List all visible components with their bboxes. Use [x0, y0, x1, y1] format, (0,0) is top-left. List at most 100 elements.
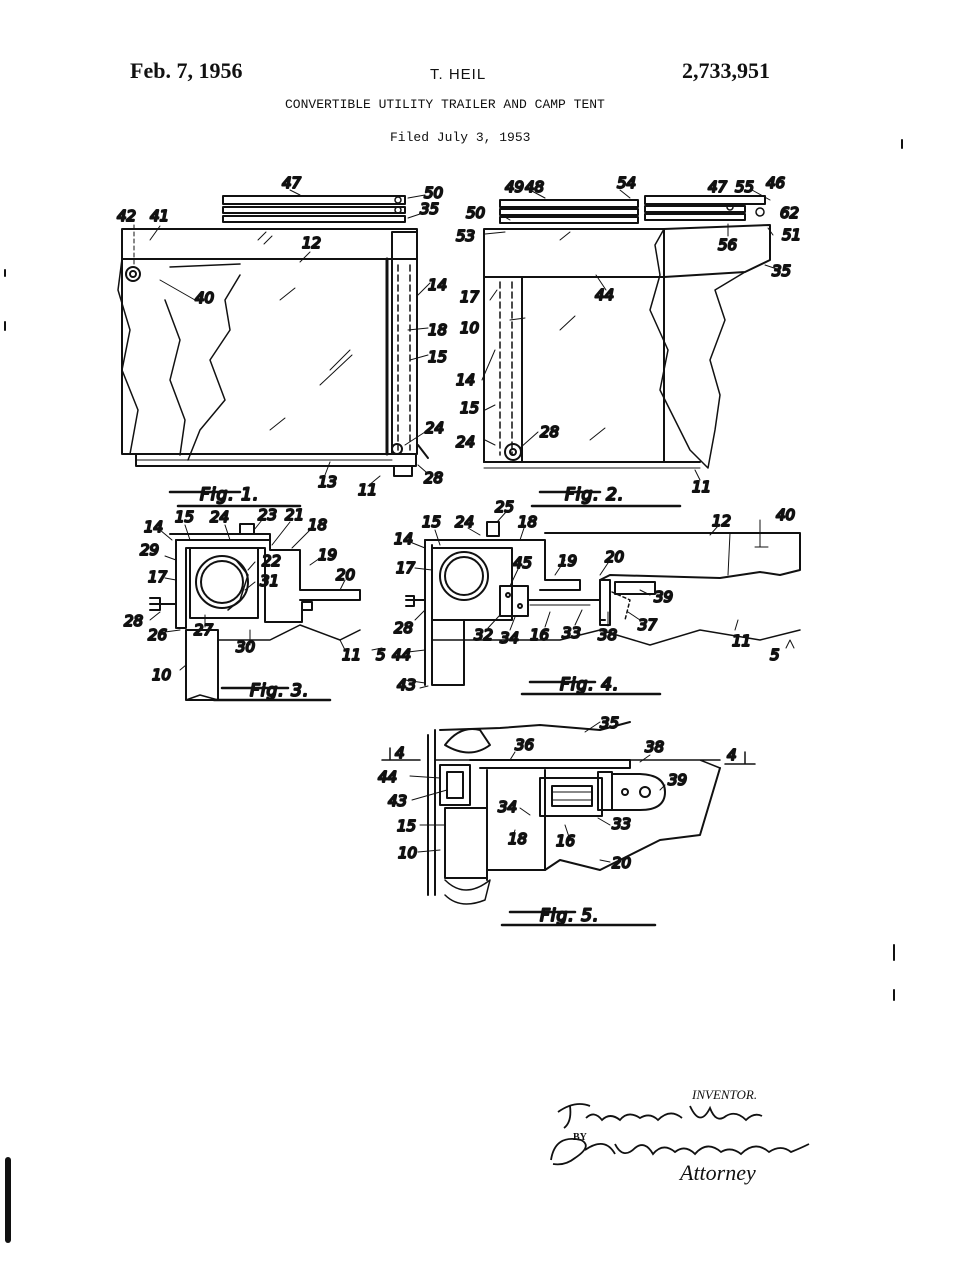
inventor-label: INVENTOR. — [692, 1087, 758, 1102]
ref-38-f5: 38 — [645, 738, 664, 756]
fig1-side-panel — [121, 258, 388, 455]
fig2-top-frame — [483, 228, 665, 278]
scan-marks — [4, 139, 903, 1243]
ref-50-f2: 50 — [466, 204, 485, 222]
patent-title: CONVERTIBLE UTILITY TRAILER AND CAMP TEN… — [285, 97, 605, 112]
caption-fig-4: Fig. 4. — [560, 675, 619, 695]
ref-33-f5: 33 — [612, 815, 631, 833]
ref-43-f5: 43 — [388, 792, 407, 810]
caption-fig-3: Fig. 3. — [250, 681, 309, 701]
ref-53-f2: 53 — [456, 227, 475, 245]
ref-54-f2: 54 — [617, 174, 636, 192]
inventor-name: T. HEIL — [430, 66, 487, 83]
ref-18-f4: 18 — [518, 513, 537, 531]
ref-18-f3: 18 — [308, 516, 327, 534]
ref-22-f3: 22 — [262, 552, 281, 570]
ref-47-f2: 47 — [708, 178, 728, 196]
ref-37-f4: 37 — [638, 616, 658, 634]
ref-18-f1: 18 — [428, 321, 447, 339]
ref-15-f5: 15 — [397, 817, 416, 835]
ref-15-f1: 15 — [428, 348, 447, 366]
ref-28-f3: 28 — [124, 612, 143, 630]
ref-15-f3: 15 — [175, 508, 194, 526]
ref-39-f4: 39 — [654, 588, 673, 606]
ref-4b-f5: 4 — [727, 746, 737, 764]
ref-27-f3: 27 — [194, 621, 214, 639]
figure-captions: Fig. 1. Fig. 2. Fig. 3. Fig. 4. Fig. 5. — [199, 484, 624, 927]
ref-14-f4: 14 — [394, 530, 413, 548]
ref-17-f3: 17 — [148, 568, 168, 586]
ref-48-f2: 48 — [525, 178, 544, 196]
ref-5a-f4: 5 — [376, 646, 386, 664]
ref-10-f3: 10 — [152, 666, 171, 684]
ref-35-f2: 35 — [772, 262, 791, 280]
ref-41-f1: 41 — [150, 207, 169, 225]
patent-number: 2,733,951 — [682, 58, 770, 83]
attorney-label: Attorney — [680, 1160, 756, 1185]
filing-date: Filed July 3, 1953 — [390, 130, 531, 145]
ref-14-f3: 14 — [144, 518, 163, 536]
caption-fig-1: Fig. 1. — [200, 485, 259, 505]
ref-47-f1: 47 — [282, 174, 302, 192]
ref-12-f1: 12 — [302, 234, 321, 252]
ref-15-f4: 15 — [422, 513, 441, 531]
ref-30-f3: 30 — [236, 638, 255, 656]
figure-3 — [149, 519, 361, 701]
ref-20-f5: 20 — [612, 854, 631, 872]
ref-32-f4: 32 — [474, 626, 493, 644]
ref-44-f5: 44 — [378, 768, 397, 786]
ref-17-f4: 17 — [396, 559, 416, 577]
ref-43-f4: 43 — [397, 676, 416, 694]
ref-16-f5: 16 — [556, 832, 575, 850]
ref-34-f5: 34 — [498, 798, 517, 816]
ref-39-f5: 39 — [668, 771, 687, 789]
ref-62-f2: 62 — [780, 204, 799, 222]
ref-35-f5: 35 — [600, 714, 619, 732]
ref-28-f4: 28 — [394, 619, 413, 637]
ref-19-f3: 19 — [318, 546, 337, 564]
fig1-leader-lines — [133, 189, 431, 487]
ref-11-f1: 11 — [358, 481, 377, 499]
fig1-corner-post — [391, 231, 418, 455]
ref-28-f2: 28 — [540, 423, 559, 441]
ref-19-f4: 19 — [558, 552, 577, 570]
fig2-side-panel — [483, 276, 665, 463]
ref-10-f5: 10 — [398, 844, 417, 862]
ref-26-f3: 26 — [148, 626, 167, 644]
ref-50-f1: 50 — [424, 184, 443, 202]
ref-38-f4: 38 — [598, 626, 617, 644]
ref-23-f3: 23 — [258, 506, 277, 524]
patent-date: Feb. 7, 1956 — [130, 58, 243, 83]
by-label: BY — [573, 1132, 587, 1143]
ref-25-f4: 25 — [495, 498, 514, 516]
inventor-signature — [557, 1103, 763, 1129]
ref-42-f1: 42 — [117, 207, 136, 225]
ref-10-f2: 10 — [460, 319, 479, 337]
ref-51-f2: 51 — [782, 226, 801, 244]
figure-2 — [481, 189, 781, 481]
ref-49-f2: 49 — [505, 178, 524, 196]
ref-21-f3: 21 — [285, 506, 304, 524]
ref-44-f4: 44 — [392, 646, 411, 664]
ref-11-f2: 11 — [692, 478, 711, 496]
ref-28-f1: 28 — [424, 469, 443, 487]
ref-24-f2: 24 — [456, 433, 475, 451]
ref-14-f1: 14 — [428, 276, 447, 294]
ref-29-f3: 29 — [140, 541, 159, 559]
attorney-signature — [550, 1138, 810, 1166]
caption-fig-2: Fig. 2. — [565, 485, 624, 505]
caption-fig-5: Fig. 5. — [540, 906, 599, 926]
ref-40-f1: 40 — [195, 289, 214, 307]
ref-15-f2: 15 — [460, 399, 479, 417]
ref-14-f2: 14 — [456, 371, 475, 389]
ref-18-f5: 18 — [508, 830, 527, 848]
figure-5 — [381, 721, 756, 905]
figure-caption-strokes — [168, 490, 682, 927]
ref-4a-f5: 4 — [395, 744, 405, 762]
ref-17-f2: 17 — [460, 288, 480, 306]
ref-12-f4: 12 — [712, 512, 731, 530]
ref-24-f4: 24 — [455, 513, 474, 531]
ref-45-f4: 45 — [513, 554, 532, 572]
ref-36-f5: 36 — [515, 736, 534, 754]
